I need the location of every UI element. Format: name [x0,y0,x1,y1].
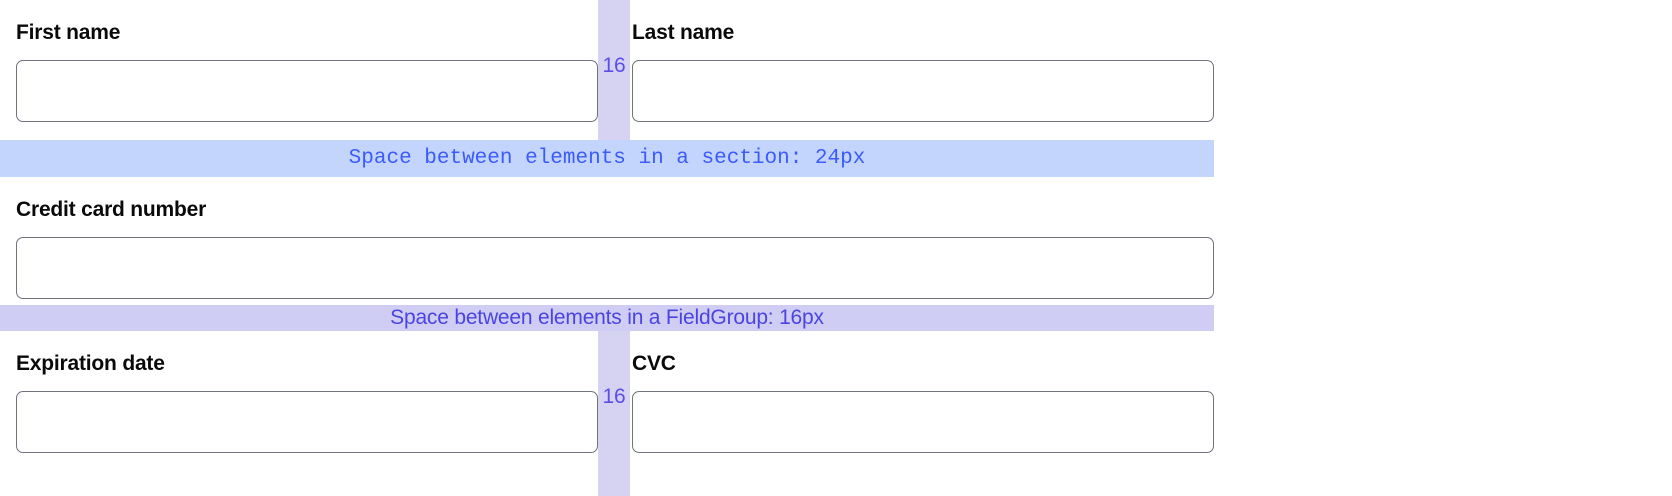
gap-strip-name-row: 16 [598,0,630,140]
form-content: First name 16 Last name Space between el… [0,0,1214,496]
input-expiration-date[interactable] [16,391,598,453]
field-group-cvc: CVC [630,331,1214,496]
label-first-name: First name [0,0,598,46]
annotation-band-section-spacing: Space between elements in a section: 24p… [0,140,1214,177]
input-first-name[interactable] [16,60,598,122]
field-group-last-name: Last name [630,0,1214,140]
label-credit-card-number: Credit card number [0,177,1214,223]
label-cvc: CVC [630,331,1214,377]
gap-strip-expiry-row: 16 [598,331,630,496]
input-credit-card-number[interactable] [16,237,1214,299]
input-wrap-first-name [0,46,598,122]
input-wrap-last-name [630,46,1214,122]
gap-value-expiry-row: 16 [602,385,626,408]
label-expiration-date: Expiration date [0,331,598,377]
input-wrap-expiration-date [0,377,598,453]
label-last-name: Last name [630,0,1214,46]
input-wrap-cvc [630,377,1214,453]
input-wrap-credit-card-number [0,223,1214,299]
field-group-expiration-date: Expiration date [0,331,598,496]
input-last-name[interactable] [632,60,1214,122]
field-row-name: First name 16 Last name [0,0,1214,140]
annotation-text-section-spacing: Space between elements in a section: 24p… [348,146,866,170]
annotation-text-fieldgroup-spacing: Space between elements in a FieldGroup: … [390,306,824,329]
field-group-first-name: First name [0,0,598,140]
field-row-expiry: Expiration date 16 CVC [0,331,1214,496]
input-cvc[interactable] [632,391,1214,453]
gap-value-name-row: 16 [602,54,626,77]
annotation-band-fieldgroup-spacing: Space between elements in a FieldGroup: … [0,305,1214,331]
field-group-credit-card-number: Credit card number [0,177,1214,305]
